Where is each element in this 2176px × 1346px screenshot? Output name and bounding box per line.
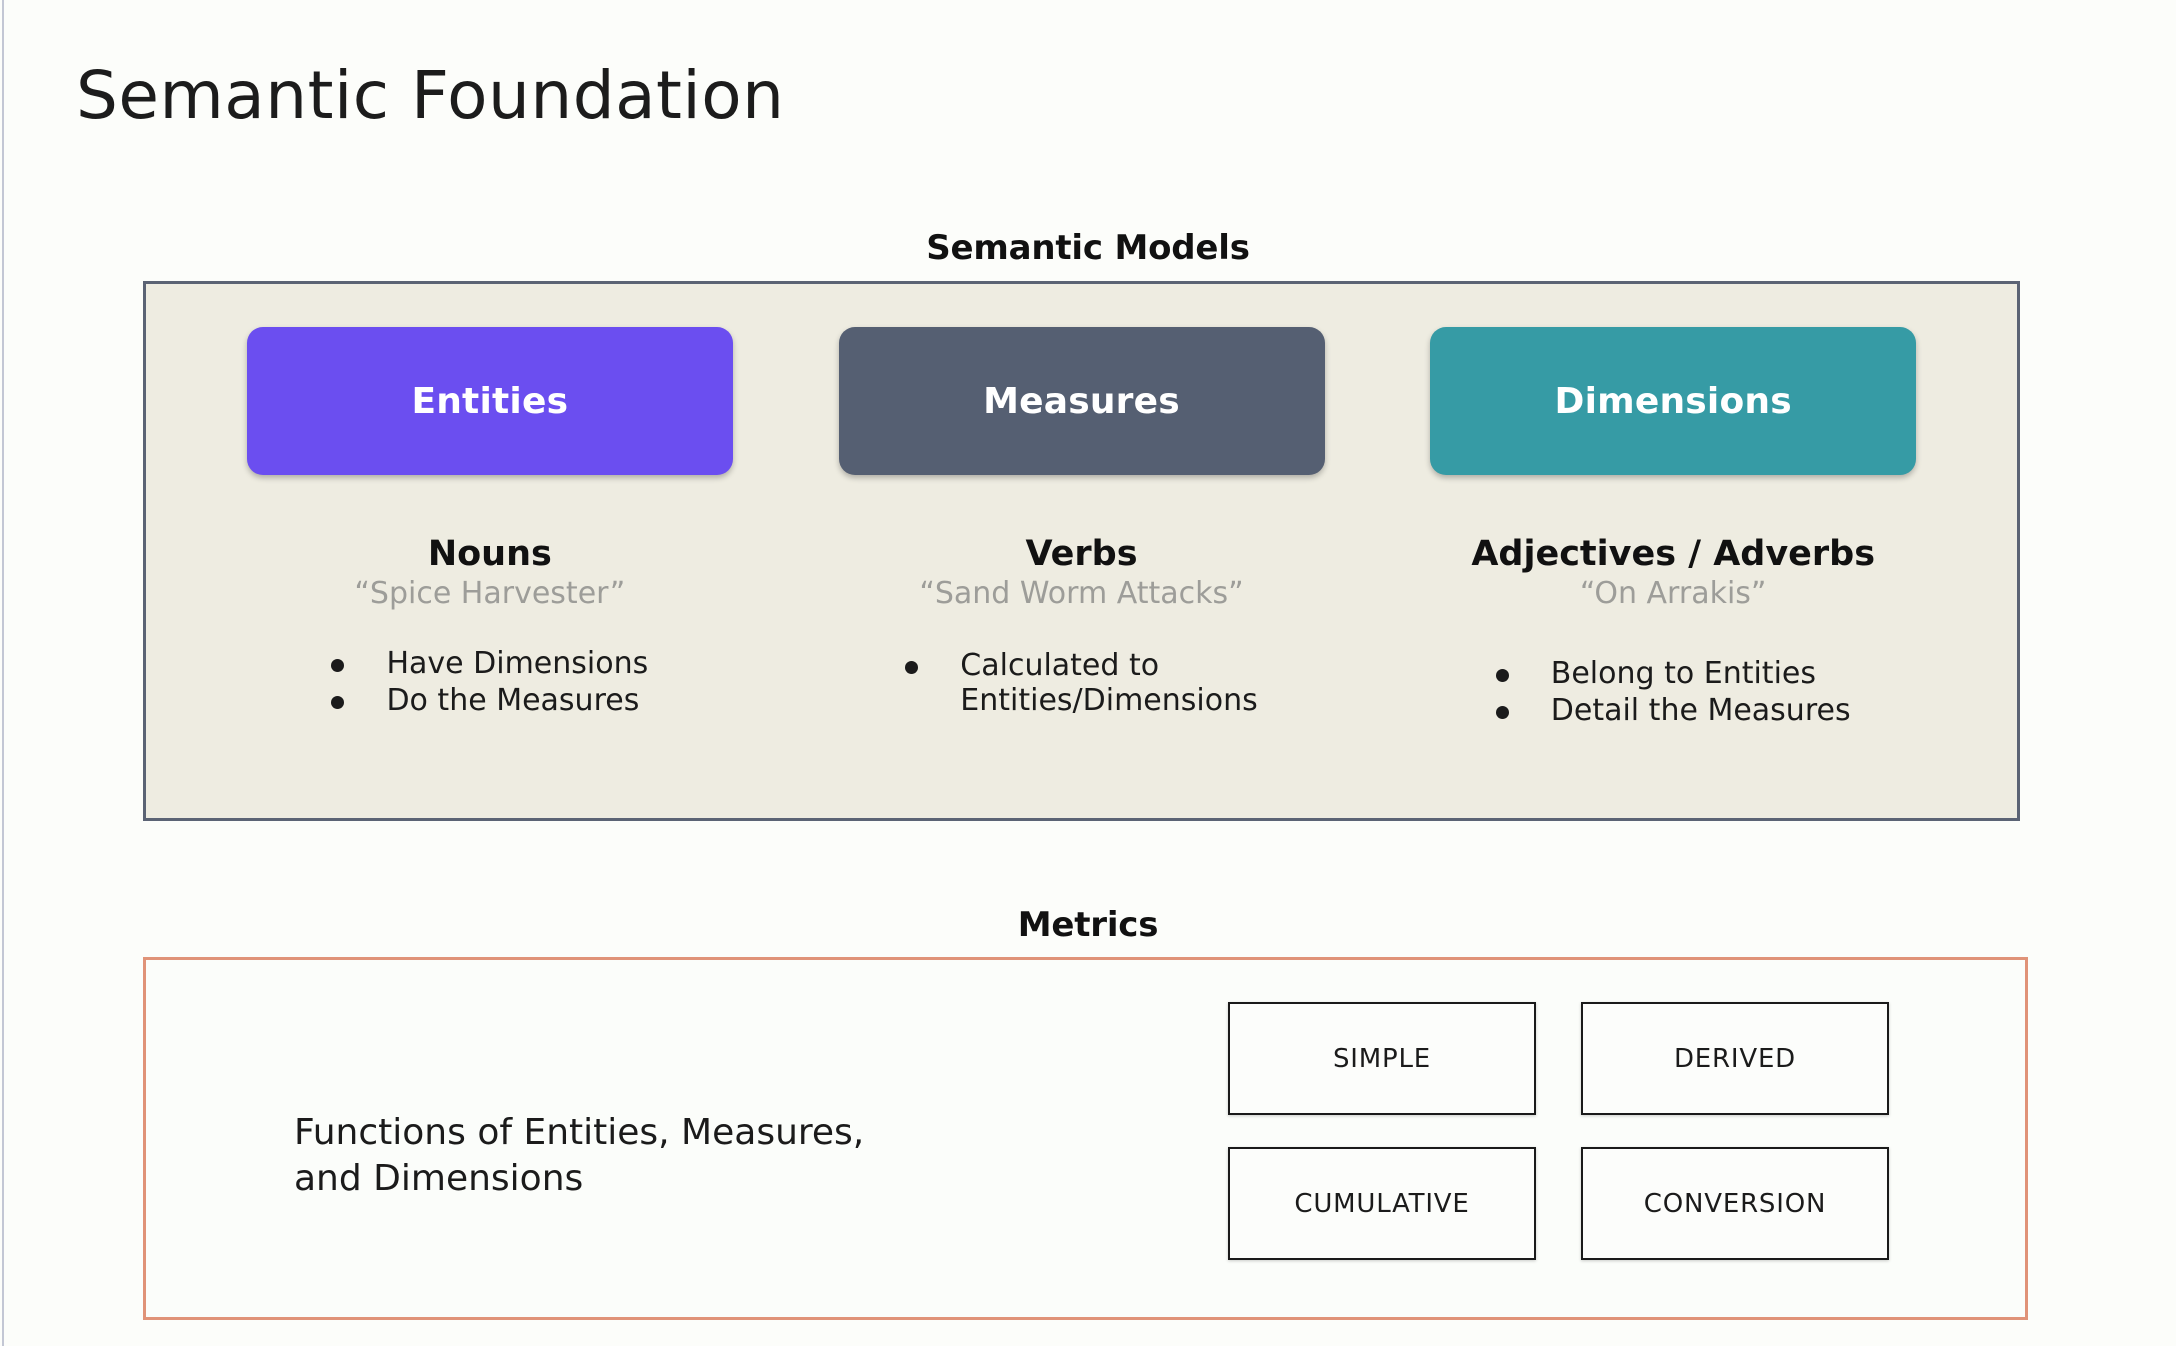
metrics-type-grid: SIMPLE DERIVED CUMULATIVE CONVERSION bbox=[1228, 1002, 1889, 1260]
metric-type-simple[interactable]: SIMPLE bbox=[1228, 1002, 1536, 1115]
entities-part-of-speech: Nouns bbox=[427, 534, 552, 574]
bullet-dot-icon bbox=[331, 659, 345, 673]
semantic-models-columns: Entities Nouns “Spice Harvester” Have Di… bbox=[146, 284, 2017, 818]
chip-measures-label: Measures bbox=[983, 380, 1180, 422]
entities-bullet-0: Have Dimensions bbox=[386, 646, 649, 682]
metric-type-cumulative[interactable]: CUMULATIVE bbox=[1228, 1147, 1536, 1260]
metrics-panel: Functions of Entities, Measures, and Dim… bbox=[143, 957, 2028, 1320]
metric-type-conversion[interactable]: CONVERSION bbox=[1581, 1147, 1889, 1260]
entities-bullet-1: Do the Measures bbox=[386, 683, 640, 719]
list-item: Have Dimensions bbox=[331, 646, 648, 681]
chip-dimensions[interactable]: Dimensions bbox=[1430, 327, 1917, 475]
measures-part-of-speech: Verbs bbox=[1025, 534, 1138, 574]
metric-type-derived-label: DERIVED bbox=[1673, 1043, 1797, 1074]
chip-entities-label: Entities bbox=[411, 380, 569, 422]
dimensions-part-of-speech: Adjectives / Adverbs bbox=[1471, 534, 1876, 574]
metric-type-derived[interactable]: DERIVED bbox=[1581, 1002, 1889, 1115]
left-edge-rule bbox=[2, 0, 4, 1346]
metric-type-simple-label: SIMPLE bbox=[1333, 1043, 1431, 1074]
model-column-dimensions: Dimensions Adjectives / Adverbs “On Arra… bbox=[1377, 327, 1969, 818]
metric-type-cumulative-label: CUMULATIVE bbox=[1294, 1188, 1470, 1219]
list-item: Calculated to Entities/Dimensions bbox=[905, 648, 1258, 719]
bullet-dot-icon bbox=[1495, 669, 1509, 683]
metrics-description: Functions of Entities, Measures, and Dim… bbox=[294, 1112, 865, 1200]
metrics-heading: Metrics bbox=[1017, 905, 1159, 945]
bullet-dot-icon bbox=[905, 661, 919, 675]
chip-entities[interactable]: Entities bbox=[246, 327, 733, 475]
list-item: Do the Measures bbox=[331, 683, 648, 718]
list-item: Belong to Entities bbox=[1495, 656, 1851, 692]
entities-bullet-list: Have Dimensions Do the Measures bbox=[331, 646, 648, 721]
model-column-measures: Measures Verbs “Sand Worm Attacks” Calcu… bbox=[786, 327, 1378, 818]
measures-bullet-list: Calculated to Entities/Dimensions bbox=[905, 648, 1258, 721]
chip-dimensions-label: Dimensions bbox=[1554, 380, 1792, 422]
bullet-dot-icon bbox=[1495, 706, 1509, 720]
dimensions-bullet-list: Belong to Entities Detail the Measures bbox=[1495, 656, 1851, 731]
page-title: Semantic Foundation bbox=[76, 57, 785, 134]
measures-bullet-0: Calculated to Entities/Dimensions bbox=[960, 648, 1258, 719]
measures-example: “Sand Worm Attacks” bbox=[919, 576, 1244, 612]
dimensions-bullet-1: Detail the Measures bbox=[1550, 693, 1851, 729]
metric-type-conversion-label: CONVERSION bbox=[1643, 1188, 1827, 1219]
dimensions-bullet-0: Belong to Entities bbox=[1550, 656, 1816, 692]
chip-measures[interactable]: Measures bbox=[838, 327, 1325, 475]
list-item: Detail the Measures bbox=[1495, 693, 1851, 729]
entities-example: “Spice Harvester” bbox=[354, 576, 626, 612]
dimensions-example: “On Arrakis” bbox=[1579, 576, 1767, 612]
bullet-dot-icon bbox=[331, 696, 345, 710]
model-column-entities: Entities Nouns “Spice Harvester” Have Di… bbox=[194, 327, 786, 818]
semantic-models-heading: Semantic Models bbox=[926, 228, 1250, 268]
semantic-models-panel: Entities Nouns “Spice Harvester” Have Di… bbox=[143, 281, 2020, 821]
